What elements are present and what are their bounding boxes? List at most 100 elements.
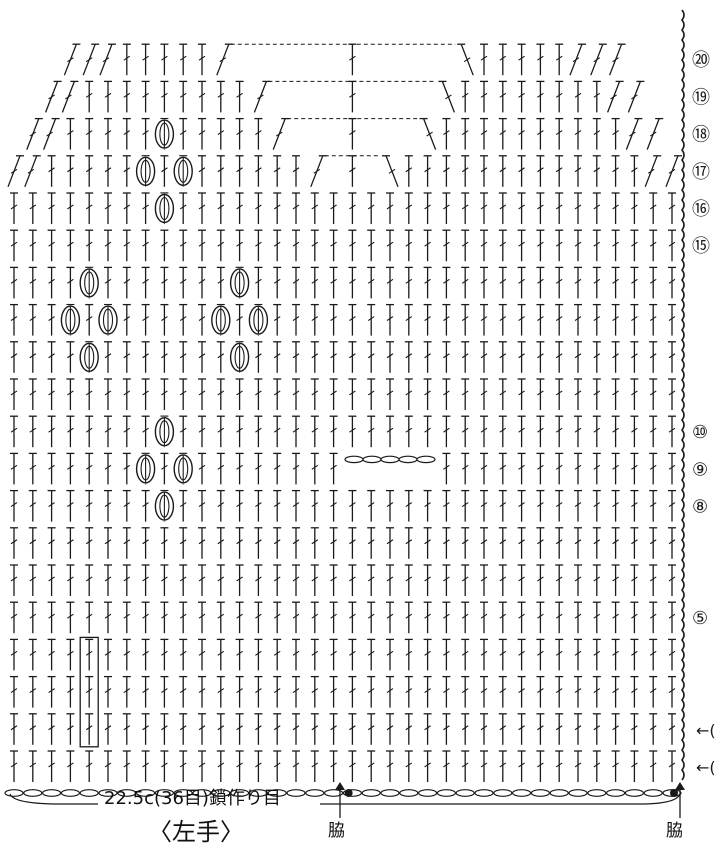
- foundation-chain-stitch: [625, 790, 643, 797]
- dc-stitch: [198, 119, 206, 150]
- dc-stitch: [405, 342, 413, 373]
- dc-stitch: [367, 267, 375, 298]
- dc-stitch: [179, 119, 187, 150]
- dc-stitch: [236, 81, 244, 112]
- dc-stitch: [612, 751, 620, 782]
- dc-stitch: [424, 416, 432, 447]
- dc-stitch: [48, 342, 56, 373]
- dc-stitch: [48, 639, 56, 670]
- dc-stitch: [461, 193, 469, 224]
- dc-stitch: [123, 267, 131, 298]
- dc-stitch: [254, 119, 262, 150]
- dc-stitch: [405, 714, 413, 745]
- dc-stitch: [630, 714, 638, 745]
- row-marker-19: ⑲: [692, 87, 710, 108]
- dc-stitch: [536, 44, 544, 75]
- dc-stitch: [668, 305, 676, 336]
- dc-stitch: [612, 305, 620, 336]
- dc-stitch: [574, 305, 582, 336]
- dc-stitch: [386, 639, 394, 670]
- dc-stitch: [461, 81, 469, 112]
- dc-stitch: [66, 342, 74, 373]
- dc-stitch: [104, 639, 112, 670]
- dc-stitch: [442, 156, 450, 187]
- dc-stitch: [29, 267, 37, 298]
- dc-stitch: [480, 453, 488, 484]
- dc-stitch: [179, 714, 187, 745]
- dc-stitch: [179, 193, 187, 224]
- dc-stitch: [123, 81, 131, 112]
- dc-stitch: [142, 416, 150, 447]
- dc-stitch: [198, 751, 206, 782]
- dc-stitch: [48, 230, 56, 261]
- puff-stitch: [135, 156, 157, 186]
- puff-stitch: [210, 305, 232, 335]
- foundation-chain-stitch: [80, 790, 98, 797]
- dc-stitch: [236, 714, 244, 745]
- dc-stitch: [85, 81, 93, 112]
- dc-stitch: [292, 267, 300, 298]
- dc-stitch: [29, 639, 37, 670]
- dc-stitch: [386, 491, 394, 522]
- dc-stitch: [179, 528, 187, 559]
- dc-stitch: [612, 677, 620, 708]
- turning-chain-edge: [682, 10, 684, 780]
- dc-stitch: [480, 416, 488, 447]
- dc-stitch: [198, 230, 206, 261]
- puff-stitch: [153, 119, 175, 149]
- foundation-chain-stitch: [24, 790, 42, 797]
- dc-stitch: [536, 193, 544, 224]
- dc-stitch: [66, 491, 74, 522]
- dc-stitch: [405, 379, 413, 410]
- dc-stitch: [273, 267, 281, 298]
- dc-decrease: [100, 44, 116, 75]
- dc-stitch: [66, 751, 74, 782]
- foundation-chain-stitch: [419, 790, 437, 797]
- dc-stitch: [593, 156, 601, 187]
- dc-stitch: [236, 491, 244, 522]
- dc-stitch: [536, 639, 544, 670]
- dc-stitch: [499, 416, 507, 447]
- dc-stitch: [593, 305, 601, 336]
- dc-stitch: [348, 193, 356, 224]
- dc-stitch: [311, 342, 319, 373]
- dc-stitch: [311, 528, 319, 559]
- dc-decrease: [217, 44, 233, 75]
- row-marker-15: ⑮: [692, 236, 710, 257]
- dc-stitch: [405, 677, 413, 708]
- dc-stitch: [311, 267, 319, 298]
- dc-stitch: [179, 639, 187, 670]
- dc-stitch: [273, 416, 281, 447]
- dc-stitch: [424, 491, 432, 522]
- dc-stitch: [292, 379, 300, 410]
- dc-stitch: [123, 156, 131, 187]
- dc-stitch: [85, 230, 93, 261]
- dc-stitch: [123, 639, 131, 670]
- dc-stitch: [48, 453, 56, 484]
- dc-stitch: [442, 267, 450, 298]
- dc-stitch: [668, 639, 676, 670]
- dc-decrease: [8, 156, 24, 187]
- side-label-right: 脇: [666, 821, 683, 841]
- foundation-chain-stitch: [43, 790, 61, 797]
- dc-stitch: [630, 491, 638, 522]
- dc-stitch: [330, 714, 338, 745]
- dc-stitch: [66, 267, 74, 298]
- foundation-chain-stitch: [494, 790, 512, 797]
- dc-stitch: [29, 305, 37, 336]
- dc-stitch: [442, 677, 450, 708]
- dc-stitch: [612, 230, 620, 261]
- dc-stitch: [574, 379, 582, 410]
- dc-stitch: [292, 677, 300, 708]
- dc-stitch: [217, 528, 225, 559]
- dc-stitch: [198, 491, 206, 522]
- dc-stitch: [480, 751, 488, 782]
- foundation-chain-stitch: [362, 790, 380, 797]
- dc-stitch: [348, 156, 356, 187]
- dc-stitch: [160, 230, 168, 261]
- dc-stitch: [442, 491, 450, 522]
- dc-stitch: [499, 751, 507, 782]
- dc-stitch: [330, 305, 338, 336]
- dc-stitch: [461, 565, 469, 596]
- dc-stitch: [593, 565, 601, 596]
